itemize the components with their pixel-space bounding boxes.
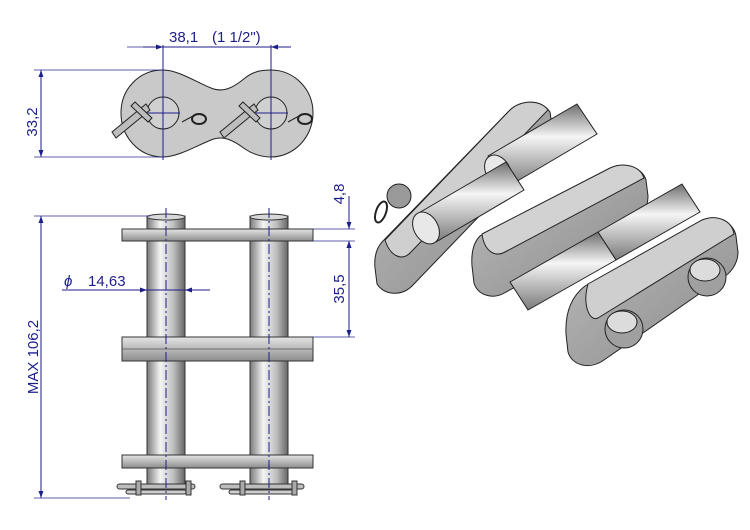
max-width-dimension: MAX 106,2 — [25, 320, 42, 394]
side-plate-bottom — [121, 454, 314, 469]
side-plate-top — [121, 228, 314, 242]
cotter-pin-left — [111, 101, 207, 139]
front-outer-plate — [565, 217, 739, 367]
top-view: 38,1 (1 1/2") 33,2 — [24, 29, 314, 160]
link-spacing-dimension: 35,5 — [331, 274, 348, 303]
isometric-view — [373, 101, 739, 367]
pin-front-lower — [509, 231, 617, 311]
pitch-dimension: 38,1 — [169, 29, 198, 46]
pitch-inch-dimension: (1 1/2") — [212, 29, 261, 46]
front-view: MAX 106,2 ϕ 14,63 4,8 35,5 — [25, 184, 355, 500]
plate-height-dimension: 33,2 — [24, 107, 41, 136]
middle-plate — [471, 164, 649, 297]
cotter-pin-right — [219, 101, 313, 139]
cotter-pin-bottom-left — [116, 480, 196, 496]
pin-back-lower — [412, 161, 525, 245]
diameter-symbol: ϕ — [64, 273, 72, 290]
cotter-pin-bottom-right — [219, 480, 305, 496]
pin-diameter-dimension: 14,63 — [88, 273, 126, 290]
plate-thickness-dimension: 4,8 — [331, 184, 348, 205]
